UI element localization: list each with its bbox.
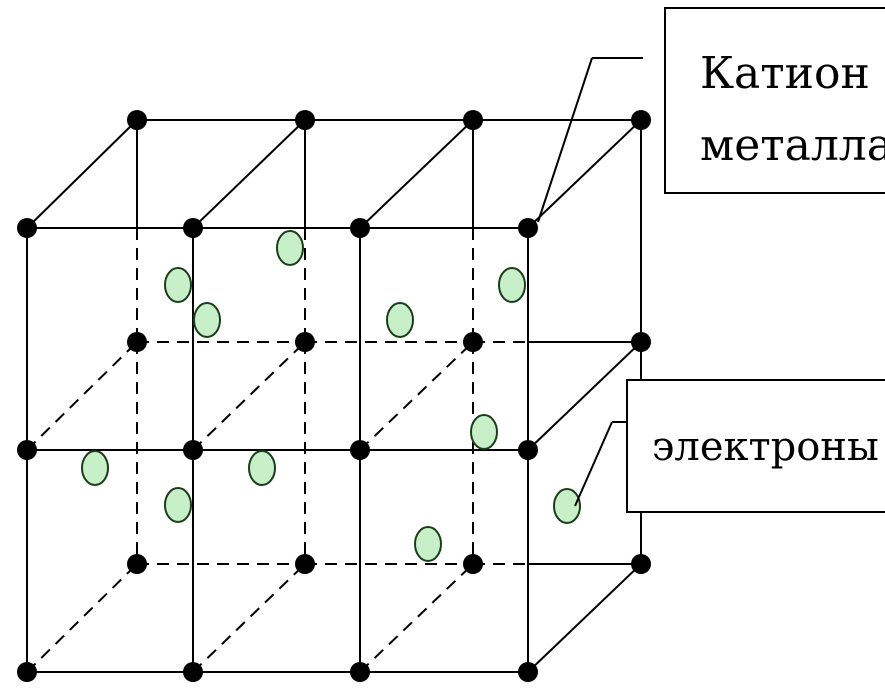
- electrons: [81, 230, 581, 562]
- depth-edge: [359, 563, 474, 673]
- cation-node-back: [295, 110, 315, 130]
- depth-edge: [359, 119, 474, 229]
- electron: [248, 450, 276, 486]
- cation-node-back: [631, 332, 651, 352]
- cation-node-front: [350, 662, 370, 682]
- cation-leader-line-diagonal: [537, 57, 593, 223]
- depth-edge: [192, 341, 306, 451]
- cation-node-front: [183, 218, 203, 238]
- cation-node-back: [463, 110, 483, 130]
- depth-edge: [359, 341, 474, 451]
- electron: [414, 526, 442, 562]
- cation-node-back: [463, 554, 483, 574]
- cation-node-front: [518, 218, 538, 238]
- cation-node-front: [518, 440, 538, 460]
- electrons-label: электроны: [652, 424, 879, 470]
- cation-label-line2: металла: [700, 120, 885, 171]
- depth-edge: [527, 341, 642, 451]
- cation-node-back: [295, 332, 315, 352]
- depth-edge: [26, 563, 138, 673]
- cation-label-box: [664, 7, 885, 194]
- electron: [193, 302, 221, 338]
- electron: [276, 230, 304, 266]
- cation-node-front: [518, 662, 538, 682]
- cation-node-front: [350, 440, 370, 460]
- cation-node-back: [127, 110, 147, 130]
- depth-edge: [26, 341, 138, 451]
- electrons-leader-line-diagonal: [574, 421, 613, 507]
- electron: [81, 450, 109, 486]
- cation-node-front: [17, 218, 37, 238]
- depth-edge: [192, 119, 306, 229]
- cation-node-back: [127, 554, 147, 574]
- cation-node-front: [17, 440, 37, 460]
- electrons-label-box: [626, 379, 885, 513]
- cation-node-back: [631, 110, 651, 130]
- cation-node-back: [127, 332, 147, 352]
- depth-edge: [26, 119, 138, 229]
- cation-node-back: [295, 554, 315, 574]
- cation-node-front: [17, 662, 37, 682]
- electron: [164, 487, 192, 523]
- cation-node-front: [350, 218, 370, 238]
- lattice-nodes: [17, 110, 651, 682]
- cation-node-back: [631, 554, 651, 574]
- visible-edges: [26, 119, 642, 673]
- depth-edge: [527, 119, 642, 229]
- depth-edge: [192, 563, 306, 673]
- depth-edge: [527, 563, 642, 673]
- cation-label-line1: Катион: [700, 48, 870, 99]
- cation-node-front: [183, 440, 203, 460]
- cation-node-back: [463, 332, 483, 352]
- electron: [164, 267, 192, 303]
- electron: [553, 488, 581, 524]
- electron: [386, 302, 414, 338]
- cation-node-front: [183, 662, 203, 682]
- electron: [498, 267, 526, 303]
- electron: [470, 414, 498, 450]
